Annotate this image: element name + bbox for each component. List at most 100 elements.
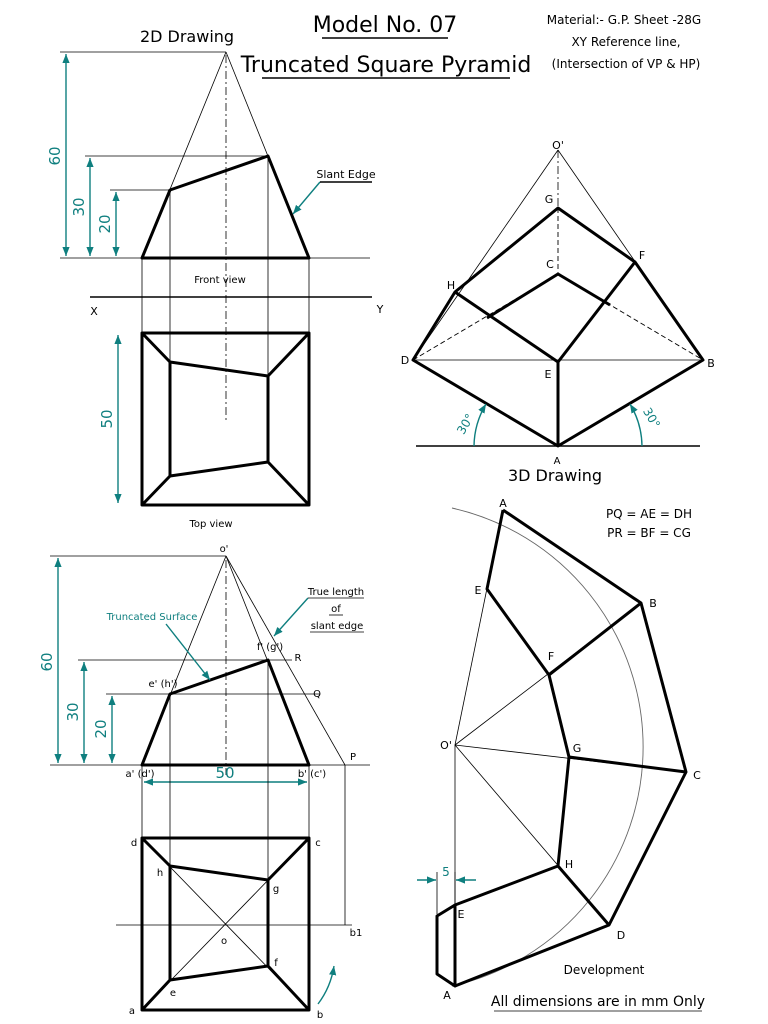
top-view-truncated-face xyxy=(168,360,270,478)
dev-label-e2: E xyxy=(458,908,465,921)
dev-label-c: C xyxy=(693,769,701,782)
label-f: f xyxy=(274,958,278,969)
iso-truncated-edge xyxy=(486,272,559,320)
top-view-edge xyxy=(140,978,172,1012)
angle-arc-right xyxy=(629,403,643,447)
equation-1: PQ = AE = DH xyxy=(606,507,692,521)
top-view-outer-square xyxy=(140,836,311,1012)
top-view-edge xyxy=(140,331,172,364)
truncated-surface-label: Truncated Surface xyxy=(106,612,198,623)
subject-title: Truncated Square Pyramid xyxy=(240,53,532,78)
true-length-label-2: of xyxy=(331,604,341,615)
dev-label-o: O' xyxy=(440,739,452,752)
label-e-h: e' (h') xyxy=(149,679,178,690)
angle-arc-left xyxy=(473,403,487,447)
dev-label-a2: A xyxy=(443,989,451,1002)
label-q: Q xyxy=(313,689,321,700)
true-length-line xyxy=(225,555,346,766)
tab-dim-value: 5 xyxy=(442,865,450,879)
label-c: c xyxy=(315,838,321,849)
top-view-label: Top view xyxy=(188,519,232,530)
dim-50-value: 50 xyxy=(98,409,116,428)
dev-joint-tab xyxy=(435,903,457,988)
iso-label-g: G xyxy=(545,193,554,206)
truncated-surface-leader xyxy=(165,623,211,681)
material-note: Material:- G.P. Sheet -28G xyxy=(547,13,701,27)
iso-top-edge xyxy=(556,261,637,363)
label-b-c: b' (c') xyxy=(298,769,326,780)
true-length-leader xyxy=(273,597,309,637)
header: Model No. 07 Truncated Square Pyramid Ma… xyxy=(240,13,701,79)
dim-60-value: 60 xyxy=(38,652,56,671)
dev-fold-line xyxy=(556,865,611,926)
iso-label-h: H xyxy=(447,279,455,292)
front-view-label: Front view xyxy=(194,275,246,286)
label-e: e xyxy=(170,988,176,999)
label-o: o xyxy=(221,936,227,947)
dim-50-value: 50 xyxy=(215,764,234,782)
model-number: Model No. 07 xyxy=(313,13,458,38)
iso-label-d: D xyxy=(401,354,409,367)
slant-edge-leader xyxy=(292,181,321,215)
iso-apex-line xyxy=(412,149,559,361)
label-g: g xyxy=(273,884,279,895)
drawing-3d-title: 3D Drawing xyxy=(508,466,602,485)
reference-note-1: XY Reference line, xyxy=(571,35,680,49)
label-a: a xyxy=(129,1006,135,1017)
iso-truncated-edge xyxy=(557,272,611,307)
label-f-g: f' (g') xyxy=(257,642,283,653)
iso-top-edge xyxy=(454,290,559,364)
dev-fold-line xyxy=(548,601,642,677)
label-b1: b1 xyxy=(350,928,363,939)
y-label: Y xyxy=(376,303,384,316)
dim-60-value: 60 xyxy=(46,146,64,165)
top-view-outer-square xyxy=(140,331,311,507)
dev-inner-edge xyxy=(453,509,571,986)
label-a-d: a' (d') xyxy=(126,769,155,780)
top-view-edge xyxy=(140,474,172,507)
drawing-2d: 2D Drawing Slant Edge 60 30 20 X Y Front xyxy=(46,27,384,530)
dev-label-e: E xyxy=(475,584,482,597)
development-arc xyxy=(451,507,644,987)
x-label: X xyxy=(90,305,98,318)
front-view-outline xyxy=(140,658,311,767)
top-view-edge xyxy=(266,331,311,378)
dev-label-d: D xyxy=(617,929,625,942)
top-view-edge xyxy=(266,460,311,507)
iso-label-b: B xyxy=(707,357,715,370)
label-r: R xyxy=(295,653,302,664)
label-p: P xyxy=(350,752,356,763)
drawing-3d: 30° 30° O' G C F H D E B A 3D Drawing xyxy=(401,139,715,485)
true-length-label-1: True length xyxy=(307,587,364,598)
dim-20-value: 20 xyxy=(96,214,114,233)
angle-right-value: 30° xyxy=(640,405,663,430)
dev-label-h: H xyxy=(565,858,573,871)
dev-fold-line xyxy=(568,755,687,774)
dim-30-value: 30 xyxy=(70,197,88,216)
dev-label-g: G xyxy=(573,742,582,755)
iso-label-a: A xyxy=(554,456,561,467)
iso-label-e: E xyxy=(545,368,552,381)
dim-30-value: 30 xyxy=(64,702,82,721)
label-o-prime: o' xyxy=(220,544,229,555)
iso-label-f: F xyxy=(639,249,645,262)
dev-label-b: B xyxy=(649,597,657,610)
iso-label-c: C xyxy=(546,258,554,271)
angle-left-value: 30° xyxy=(454,411,477,436)
iso-label-o: O' xyxy=(552,139,564,152)
dim-20-value: 20 xyxy=(92,719,110,738)
true-length-label-3: slant edge xyxy=(311,621,364,632)
top-view-edge xyxy=(266,836,311,882)
rotation-arc xyxy=(317,965,337,1005)
reference-note-2: (Intersection of VP & HP) xyxy=(552,57,701,71)
top-view-edge xyxy=(266,964,311,1012)
top-view-edge xyxy=(140,836,172,868)
footer-note: All dimensions are in mm Only xyxy=(491,994,705,1010)
top-view-truncated-face xyxy=(168,864,270,982)
label-h: h xyxy=(157,868,163,879)
dev-label-f: F xyxy=(548,650,554,663)
development: 5 A E B F O' G C H D E A PQ = AE = DH PR… xyxy=(417,497,705,1012)
front-view-outline xyxy=(140,154,311,260)
drawing-2d-title: 2D Drawing xyxy=(140,27,234,46)
